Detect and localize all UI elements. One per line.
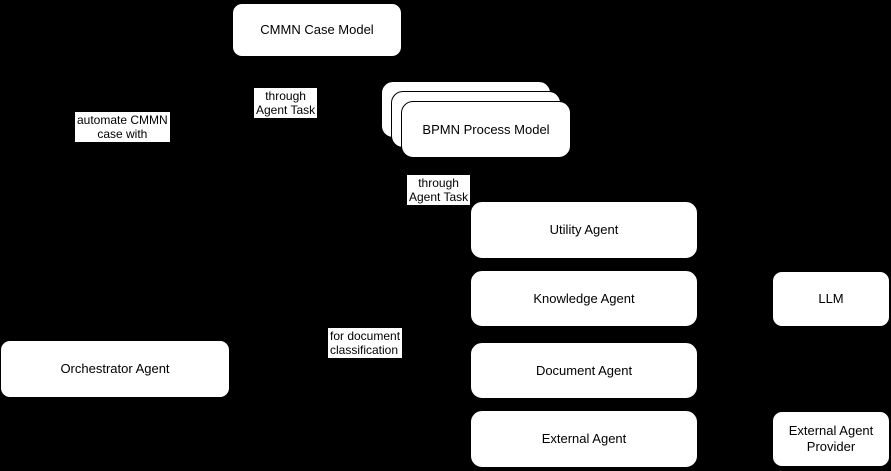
node-label: Utility Agent	[549, 222, 619, 237]
edge-label-line: Agent Task	[409, 190, 469, 204]
node-bpmn-process-model: BPMN Process Model	[401, 101, 571, 158]
node-label: External Agent Provider	[788, 423, 874, 454]
edge-label-automate-cmmn-case-with: automate CMMN case with	[75, 112, 170, 142]
node-document-agent: Document Agent	[470, 342, 698, 399]
edge-label-for-document-classification: for document classification	[328, 328, 403, 358]
edge-label-line: automate CMMN	[77, 113, 168, 127]
node-label: LLM	[818, 291, 844, 306]
node-label: Orchestrator Agent	[60, 361, 170, 376]
node-orchestrator-agent: Orchestrator Agent	[0, 340, 230, 398]
edge-label-through-agent-task-1: through Agent Task	[254, 88, 318, 118]
node-bpmn-process-model-stack: BPMN Process Model	[381, 81, 572, 159]
edge-label-line: through	[265, 89, 306, 103]
edge-label-line: case with	[97, 127, 148, 141]
edge-label-line: classification	[330, 343, 399, 357]
node-cmmn-case-model: CMMN Case Model	[232, 3, 402, 57]
node-utility-agent: Utility Agent	[470, 201, 698, 259]
node-knowledge-agent: Knowledge Agent	[470, 270, 698, 327]
node-label: External Agent	[541, 431, 627, 446]
node-label: Document Agent	[535, 362, 633, 378]
node-label: Knowledge Agent	[533, 290, 635, 306]
node-external-agent: External Agent	[470, 410, 698, 468]
edge-label-line: Agent Task	[256, 103, 316, 117]
edge-label-line: through	[418, 176, 459, 190]
node-label: CMMN Case Model	[260, 22, 374, 37]
edge-label-line: for document	[330, 329, 401, 343]
node-label: BPMN Process Model	[422, 122, 550, 137]
edge-label-through-agent-task-2: through Agent Task	[407, 175, 471, 205]
node-llm: LLM	[772, 271, 890, 327]
node-external-agent-provider: External Agent Provider	[772, 411, 890, 467]
